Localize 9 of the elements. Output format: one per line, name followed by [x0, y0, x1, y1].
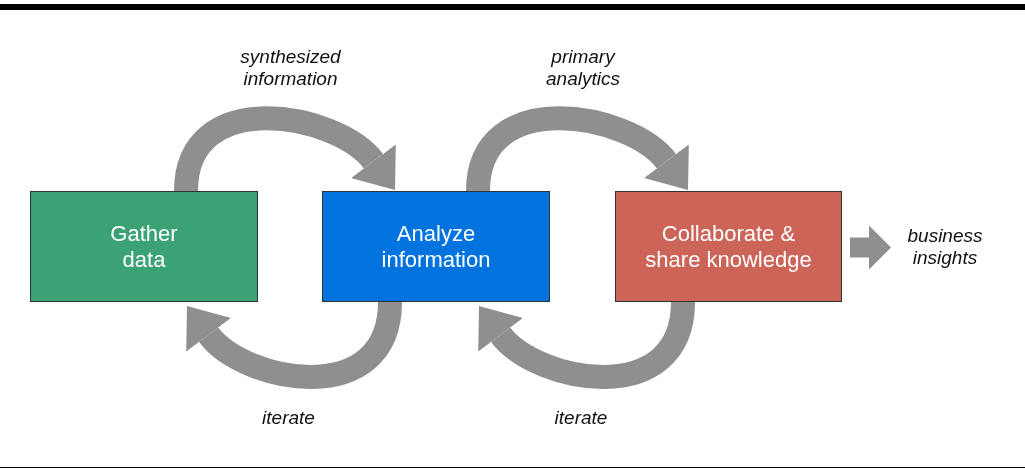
curved-arrow	[174, 106, 399, 193]
process-box: Collaborate & share knowledge	[615, 191, 842, 302]
process-box: Analyze information	[322, 191, 550, 302]
curved-arrow	[183, 300, 402, 389]
outcome-text: business insights	[893, 222, 997, 272]
process-box: Gather data	[30, 191, 258, 302]
curved-arrow	[475, 300, 695, 389]
curved-arrow	[466, 106, 692, 193]
curved-arrow	[850, 225, 891, 270]
